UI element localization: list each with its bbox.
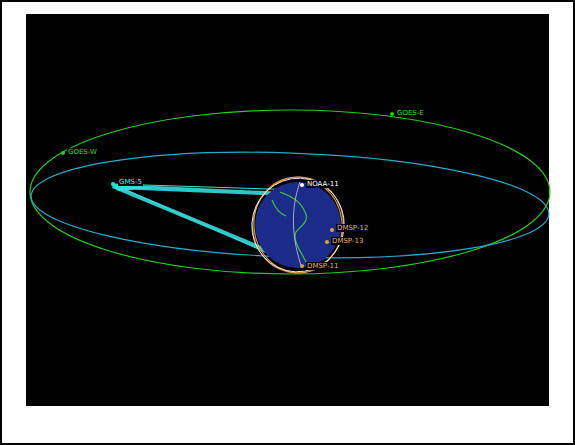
satellite-dot bbox=[111, 182, 115, 186]
geo-orbit-green bbox=[30, 110, 550, 274]
satellite-dot bbox=[325, 240, 329, 244]
polar-orbit-2 bbox=[248, 171, 349, 278]
satellite-dot bbox=[330, 228, 334, 232]
earth bbox=[255, 182, 341, 268]
satellite-label: DMSP-11 bbox=[306, 262, 339, 270]
satellite-label: NOAA-11 bbox=[306, 180, 340, 188]
space-background bbox=[26, 14, 549, 406]
satellite-dot bbox=[300, 183, 304, 187]
satellite-label: DMSP-13 bbox=[331, 237, 364, 245]
satellite-dot bbox=[61, 151, 65, 155]
satellite-label: DMSP-12 bbox=[336, 224, 369, 232]
satellite-label: GOES-W bbox=[67, 148, 98, 156]
continents bbox=[272, 192, 306, 262]
ground-track bbox=[293, 182, 302, 268]
satellite-dot bbox=[390, 112, 394, 116]
satellite-label: GOES-E bbox=[396, 109, 425, 117]
satellite-dot bbox=[300, 264, 304, 268]
satellite-label: GMS-5 bbox=[118, 178, 143, 186]
